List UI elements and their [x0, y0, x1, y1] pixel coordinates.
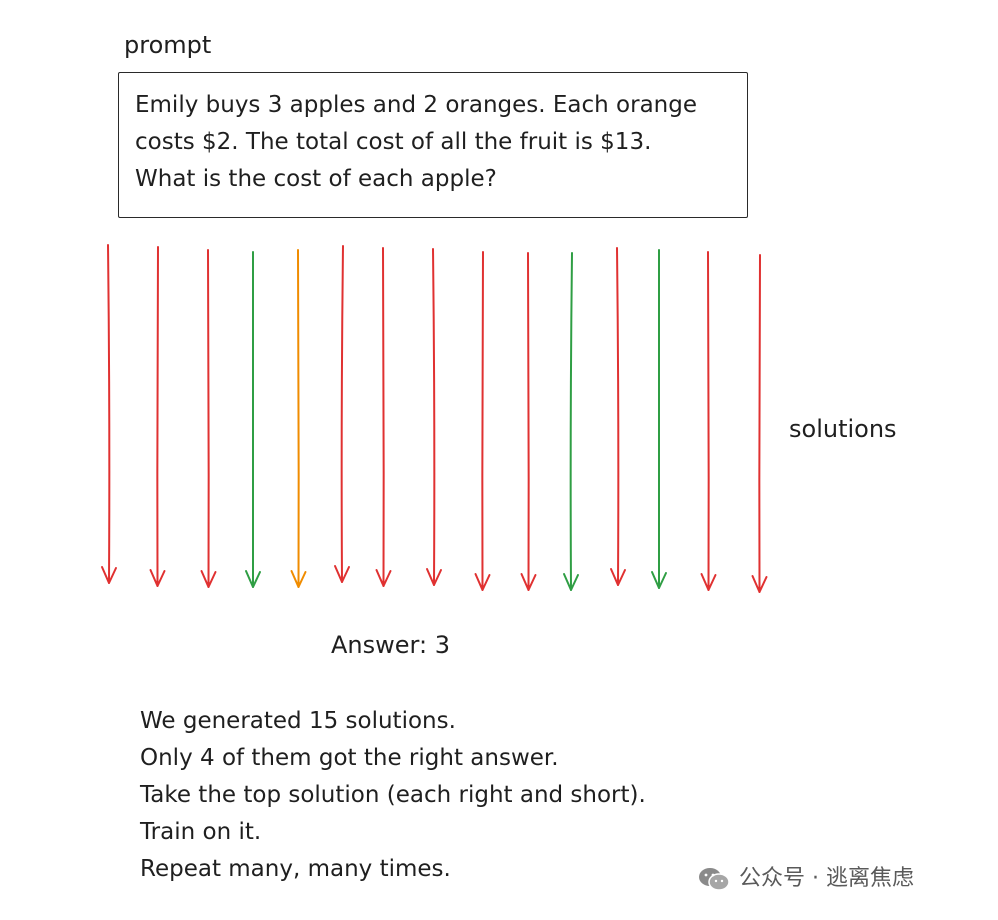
solutions-label: solutions [789, 415, 897, 443]
note-line: We generated 15 solutions. [140, 708, 456, 734]
note-line: Only 4 of them got the right answer. [140, 745, 559, 771]
solution-arrow [375, 247, 392, 587]
solution-arrow [101, 244, 117, 584]
watermark: 公众号 · 逃离焦虑 [697, 864, 914, 894]
solution-arrow [474, 251, 491, 591]
solution-arrow [426, 248, 442, 586]
note-line: Take the top solution (each right and sh… [140, 782, 646, 808]
solution-arrow [610, 247, 626, 586]
solution-arrow [563, 252, 579, 591]
solution-arrow [520, 252, 537, 591]
wechat-icon [699, 868, 730, 891]
solution-arrow [700, 251, 717, 591]
note-line: Repeat many, many times. [140, 856, 451, 882]
prompt-label: prompt [124, 31, 212, 59]
watermark-text: 公众号 · 逃离焦虑 [739, 866, 914, 891]
solution-arrow [245, 251, 261, 588]
solution-arrow [200, 249, 217, 588]
prompt-line: Emily buys 3 apples and 2 oranges. Each … [135, 92, 697, 118]
solution-arrow [290, 249, 307, 588]
notes: We generated 15 solutions. Only 4 of the… [140, 703, 646, 888]
prompt-box: Emily buys 3 apples and 2 oranges. Each … [118, 72, 748, 218]
solution-arrow [751, 254, 768, 593]
prompt-line: What is the cost of each apple? [135, 166, 497, 192]
solution-arrow [149, 246, 166, 587]
solution-arrow [334, 245, 350, 583]
note-line: Train on it. [140, 819, 262, 845]
solution-arrow [651, 249, 667, 589]
answer-label: Answer: 3 [331, 631, 450, 659]
prompt-line: costs $2. The total cost of all the frui… [135, 129, 652, 155]
